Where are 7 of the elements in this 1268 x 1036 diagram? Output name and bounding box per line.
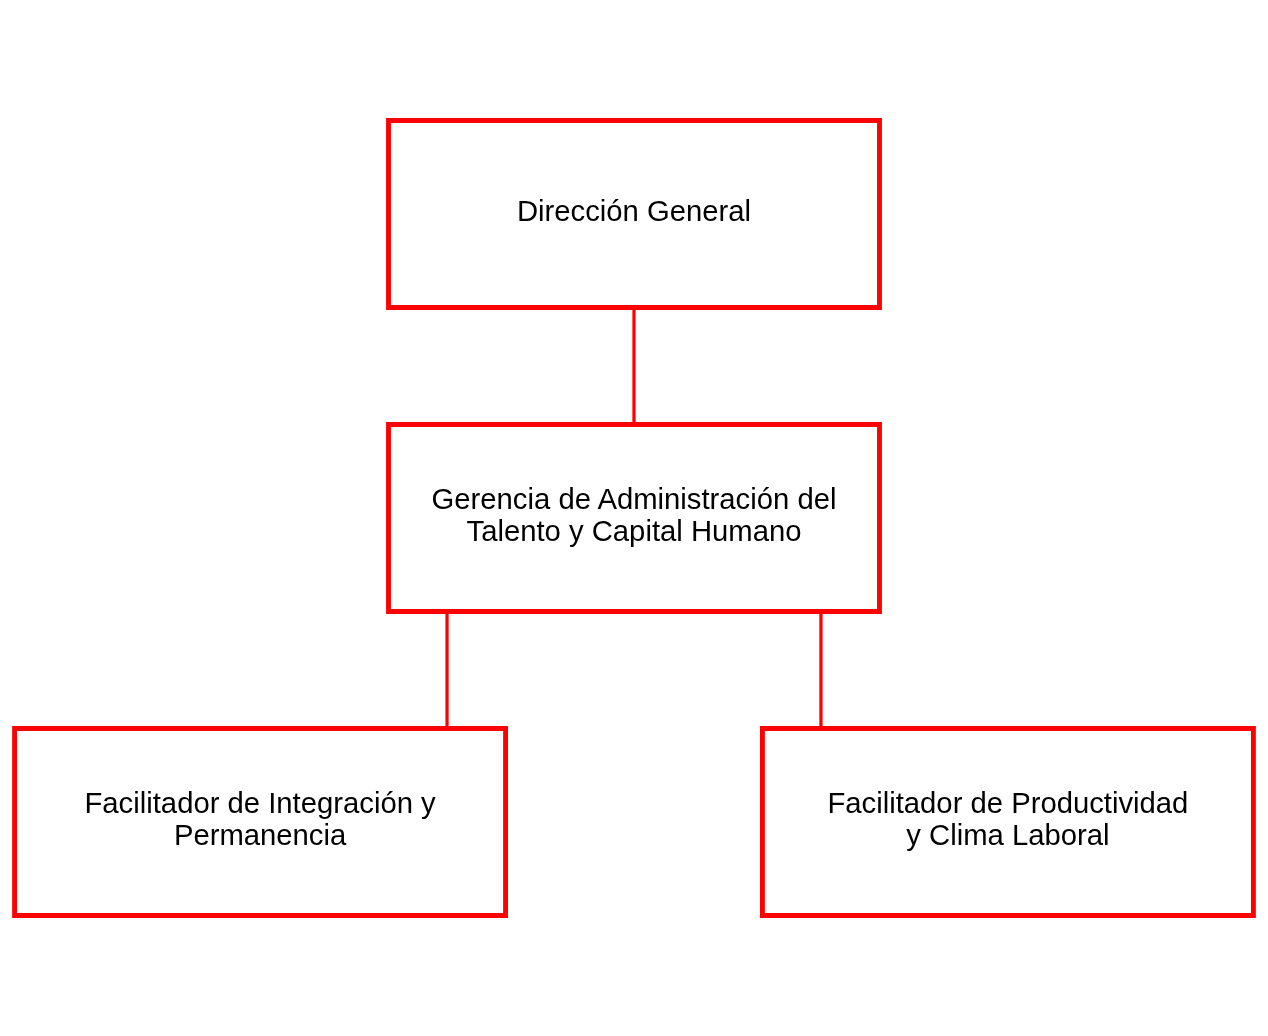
connector xyxy=(819,611,823,729)
node-box: Gerencia de Administración del Talento y Capital Humano xyxy=(386,422,882,614)
node-box: Facilitador de Productividad y Clima Laboral xyxy=(760,726,1256,918)
connector xyxy=(445,611,449,729)
node-box: Dirección General xyxy=(386,118,882,310)
node-box: Facilitador de Integración y Permanencia xyxy=(12,726,508,918)
connector xyxy=(632,307,636,425)
